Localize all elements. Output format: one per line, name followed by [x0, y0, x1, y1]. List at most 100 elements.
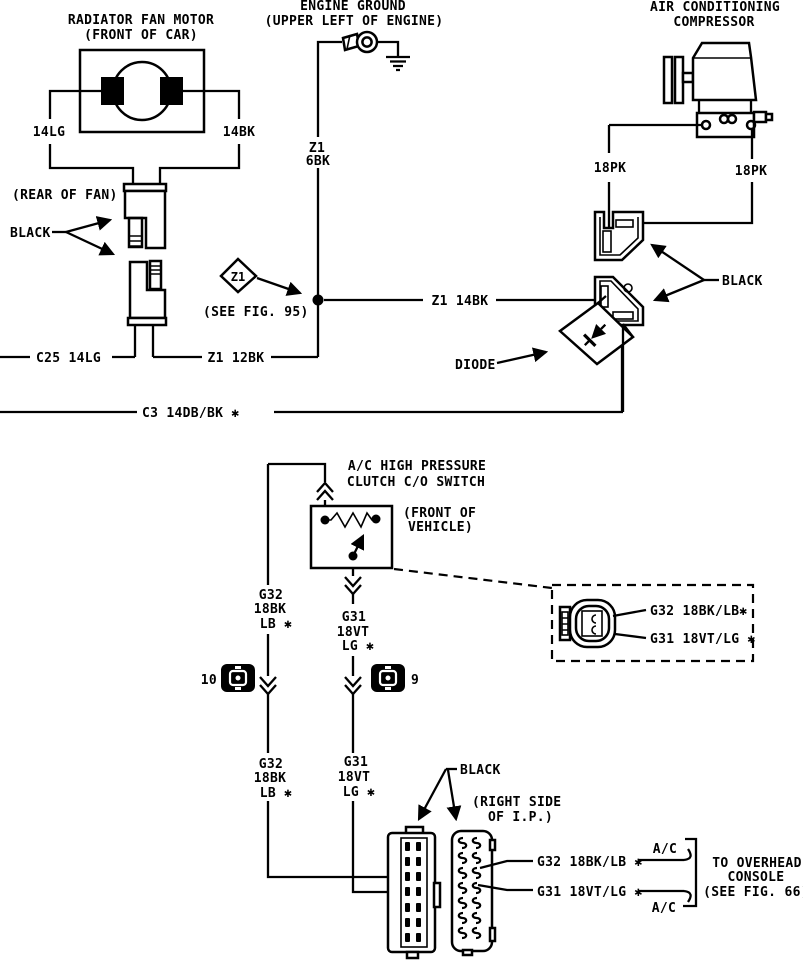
console-dest-line1: TO OVERHEAD — [712, 856, 801, 871]
inset-label-g32: G32 18BK/LB✱ — [650, 604, 748, 619]
clutch-lower-slot-v — [600, 285, 609, 308]
female-tab-bottom — [488, 926, 497, 943]
fan-black-arrow-upper — [65, 216, 113, 234]
compressor-coil-loop-2 — [726, 113, 738, 125]
compressor-black-arrow-upper — [650, 243, 705, 281]
clutch-lower-slot-h — [612, 311, 634, 320]
compressor-title-line2: COMPRESSOR — [673, 15, 754, 30]
wire-label-z1-12bk: Z1 12BK — [208, 351, 265, 366]
g32-rail: G32 18BK LB ✱ G32 18BK LB ✱ — [254, 464, 403, 879]
clutch-lower-bump — [623, 283, 633, 293]
g32-top-label-2: 18BK — [254, 602, 287, 617]
ground-eyelet-crimp — [346, 34, 351, 50]
inset-connector-cavity — [581, 610, 603, 637]
ip-black-arrow-left — [417, 768, 448, 821]
g31-bot-label-3: LG ✱ — [343, 785, 376, 800]
inset-leader-dashed — [393, 567, 553, 590]
wire-label-z1: Z1 — [309, 141, 325, 156]
grommet-10-pin — [235, 675, 241, 681]
ground-ring-terminal — [355, 30, 379, 54]
bulkhead-connector-10: 10 — [201, 664, 255, 692]
wire-18pk-right — [633, 129, 754, 225]
clutch-connector-upper-inner — [599, 217, 639, 256]
compressor-black-arrow-lower — [652, 278, 705, 303]
console-dest-line3: (SEE FIG. 66) — [703, 885, 803, 900]
switch-box — [309, 504, 394, 570]
compressor-fitting-tip — [764, 112, 774, 122]
compressor-body — [691, 41, 758, 102]
compressor-title-line1: AIR CONDITIONING — [650, 0, 780, 15]
diode-label: DIODE — [455, 358, 496, 373]
switch-arm — [350, 533, 365, 557]
female-tab-top — [488, 838, 497, 852]
male-bottom-tab — [405, 950, 420, 960]
ac-compressor: AIR CONDITIONING COMPRESSOR 18PK 18PK — [594, 0, 780, 229]
fan-motor-brush-left — [101, 77, 124, 105]
wire-label-6bk: 6BK — [306, 154, 330, 169]
clutch-upper-slot-h — [615, 219, 634, 228]
inset-connector-inner — [574, 604, 611, 643]
inset-tab-ribs — [562, 617, 568, 631]
z1-diamond — [219, 257, 258, 294]
male-cavity — [400, 837, 428, 948]
compressor-plate-links — [697, 100, 753, 113]
female-tab-foot — [461, 948, 474, 957]
switch-loc-line2: VEHICLE) — [408, 520, 473, 535]
grommet-9-outline — [378, 669, 398, 687]
g31-bot-label-1: G31 — [344, 755, 368, 770]
diode-arrow — [496, 347, 549, 365]
g31-top-label-1: G31 — [342, 610, 366, 625]
wire-14lg — [48, 89, 135, 184]
break-symbol-g31 — [343, 675, 363, 696]
switch-title-line1: A/C HIGH PRESSURE — [348, 459, 486, 474]
console-wire-curls — [683, 848, 692, 903]
fan-title-line1: RADIATOR FAN MOTOR — [68, 13, 214, 28]
ip-loc-line2: OF I.P.) — [488, 810, 553, 825]
fan-terminal-lower-ribs — [150, 265, 161, 275]
g32-top-label-1: G32 — [259, 588, 283, 603]
z1-diamond-arrow — [256, 276, 303, 296]
fan-feed-wires: C25 14LG Z1 12BK — [0, 351, 318, 366]
wire-label-z1-14bk: Z1 14BK — [432, 294, 489, 309]
compressor-pulley-outer — [662, 55, 674, 105]
g31-rail: G31 18VT LG ✱ G31 18VT LG ✱ — [337, 594, 403, 894]
ip-connector-female — [450, 829, 533, 957]
fan-black-arrow-lower — [65, 230, 116, 256]
compressor-fitting — [752, 110, 768, 124]
g31-bot-label-2: 18VT — [338, 770, 371, 785]
grommet-10-nub-top — [235, 666, 241, 669]
male-shell — [386, 831, 437, 954]
wire-label-14bk: 14BK — [223, 125, 256, 140]
ac-clutch-connectors: BLACK — [593, 210, 762, 412]
ac-label-bottom: A/C — [652, 901, 676, 916]
ip-annotations: BLACK (RIGHT SIDE OF I.P.) — [417, 763, 561, 825]
wire-18pk-left — [607, 123, 702, 229]
g32-bot-label-2: 18BK — [254, 771, 287, 786]
switch-loc-line1: (FRONT OF — [403, 506, 476, 521]
wire-14bk — [158, 89, 241, 184]
rear-of-fan-label: (REAR OF FAN) — [12, 188, 118, 203]
overhead-console-bracket: G32 18BK/LB ✱ G31 18VT/LG ✱ A/C A/C TO O… — [537, 837, 803, 916]
grommet-10-outline — [228, 669, 248, 687]
out-label-g31: G31 18VT/LG ✱ — [537, 885, 643, 900]
g32-bot-label-1: G32 — [259, 757, 283, 772]
ground-ring-hole — [361, 36, 373, 48]
radiator-fan-motor: RADIATOR FAN MOTOR (FRONT OF CAR) 14LG 1… — [12, 13, 255, 203]
grommet-10-nub-bottom — [235, 687, 241, 690]
bulkhead-connector-9: 9 — [371, 664, 419, 692]
ip-black-label: BLACK — [460, 763, 501, 778]
diode-assembly: DIODE — [455, 295, 635, 373]
inset-dashed-box — [550, 583, 755, 663]
compressor-terminal-plate — [695, 111, 756, 139]
male-pins — [405, 842, 421, 942]
connector-10-number: 10 — [201, 673, 217, 688]
z1-splice-dot — [312, 294, 324, 306]
z1-14bk-wire: Z1 14BK — [324, 294, 595, 309]
break-symbol-below-switch — [343, 575, 363, 596]
wire-label-c3: C3 14DB/BK ✱ — [142, 406, 240, 421]
fan-terminal-upper — [127, 216, 144, 249]
ground-link-wire — [377, 40, 400, 57]
wire-label-c25: C25 14LG — [36, 351, 101, 366]
g32-top-label-3: LB ✱ — [260, 617, 293, 632]
